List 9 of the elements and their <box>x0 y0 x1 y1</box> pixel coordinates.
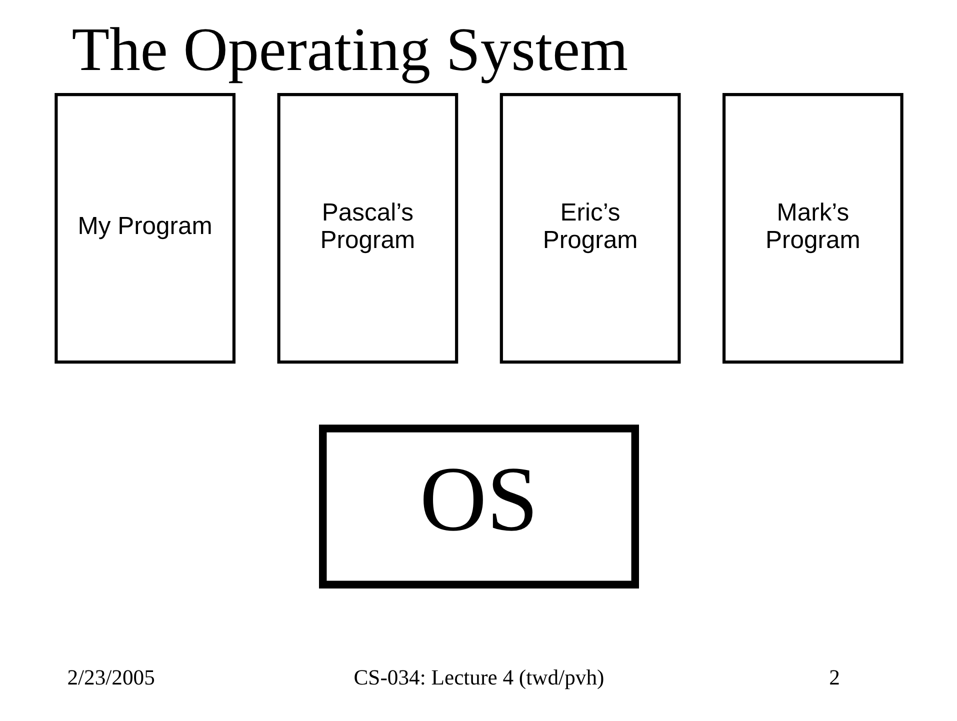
label: 2 <box>828 666 840 690</box>
node-box: Mark’s Program <box>722 93 903 364</box>
label: 2/23/2005 <box>66 666 154 690</box>
node-box: Pascal’s Program <box>276 93 458 364</box>
node-box: My Program <box>54 93 236 364</box>
label: CS-034: Lecture 4 (twd/pvh) <box>353 666 604 690</box>
node-box: OS <box>318 424 638 589</box>
node-box: Eric’s Program <box>499 93 680 364</box>
diagram-title: The Operating System <box>71 16 628 84</box>
